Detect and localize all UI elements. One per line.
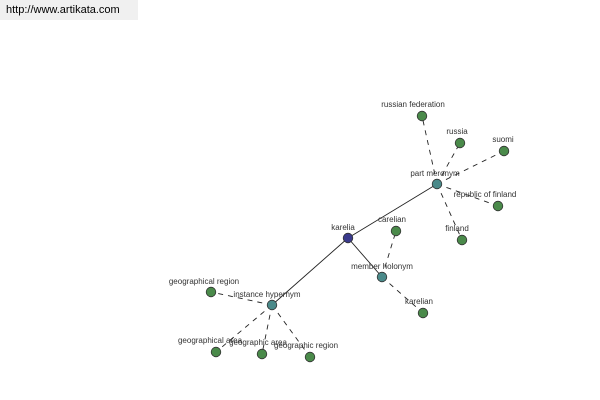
node-label-geographical-area-1[interactable]: geographical area: [178, 336, 243, 345]
node-finland[interactable]: [456, 234, 468, 246]
node-label-carelian[interactable]: carelian: [378, 215, 406, 224]
edge-karelia-to-part-meronym: [347, 183, 438, 239]
node-carelian[interactable]: [390, 225, 402, 237]
edge-instance-hypernym-to-geographical-area-1: [215, 304, 273, 353]
node-label-finland[interactable]: finland: [445, 224, 469, 233]
node-republic-of-finland[interactable]: [492, 200, 504, 212]
edge-karelia-to-member-holonym: [347, 237, 383, 278]
node-russia[interactable]: [454, 137, 466, 149]
edge-part-meronym-to-republic-of-finland: [436, 183, 499, 207]
url-banner: http://www.artikata.com: [0, 0, 138, 20]
node-suomi[interactable]: [498, 145, 510, 157]
node-label-part-meronym[interactable]: part meronym: [410, 169, 460, 178]
site-url-link[interactable]: http://www.artikata.com: [6, 4, 120, 16]
node-label-instance-hypernym[interactable]: instance hypernym: [233, 290, 300, 299]
node-label-republic-of-finland[interactable]: republic of finland: [454, 190, 517, 199]
node-instance-hypernym[interactable]: [266, 299, 278, 311]
edge-instance-hypernym-to-geographical-region-1: [210, 291, 273, 306]
node-label-karelian[interactable]: karelian: [405, 297, 433, 306]
node-part-meronym[interactable]: [431, 178, 443, 190]
edge-instance-hypernym-to-geographic-area: [261, 304, 273, 355]
node-member-holonym[interactable]: [376, 271, 388, 283]
labels-layer: karelia part meronym member holonym instanc…: [169, 100, 517, 350]
node-label-geographic-area[interactable]: geographic area: [229, 338, 287, 347]
node-label-geographic-region[interactable]: geographic region: [274, 341, 338, 350]
edges-layer: [210, 115, 505, 358]
node-geographic-area[interactable]: [256, 348, 268, 360]
node-label-geographical-region-1[interactable]: geographical region: [169, 277, 239, 286]
nodes-layer: [205, 110, 510, 363]
node-label-karelia[interactable]: karelia: [331, 223, 355, 232]
node-geographic-region[interactable]: [304, 351, 316, 363]
edge-instance-hypernym-to-geographic-region: [271, 304, 311, 358]
node-geographical-area-1[interactable]: [210, 346, 222, 358]
edge-part-meronym-to-finland: [436, 183, 463, 241]
node-karelian[interactable]: [417, 307, 429, 319]
edge-karelia-to-instance-hypernym: [271, 237, 349, 306]
node-label-russian-federation[interactable]: russian federation: [381, 100, 445, 109]
node-label-member-holonym[interactable]: member holonym: [351, 262, 413, 271]
node-label-suomi[interactable]: suomi: [492, 135, 514, 144]
node-russian-federation[interactable]: [416, 110, 428, 122]
edge-part-meronym-to-suomi: [436, 150, 505, 185]
node-karelia[interactable]: [342, 232, 354, 244]
node-label-russia[interactable]: russia: [446, 127, 468, 136]
node-geographical-region-1[interactable]: [205, 286, 217, 298]
edge-member-holonym-to-karelian: [381, 276, 424, 314]
edge-part-meronym-to-russia: [436, 142, 461, 185]
edge-part-meronym-to-russian-federation: [421, 115, 438, 185]
edge-member-holonym-to-carelian: [381, 230, 397, 278]
